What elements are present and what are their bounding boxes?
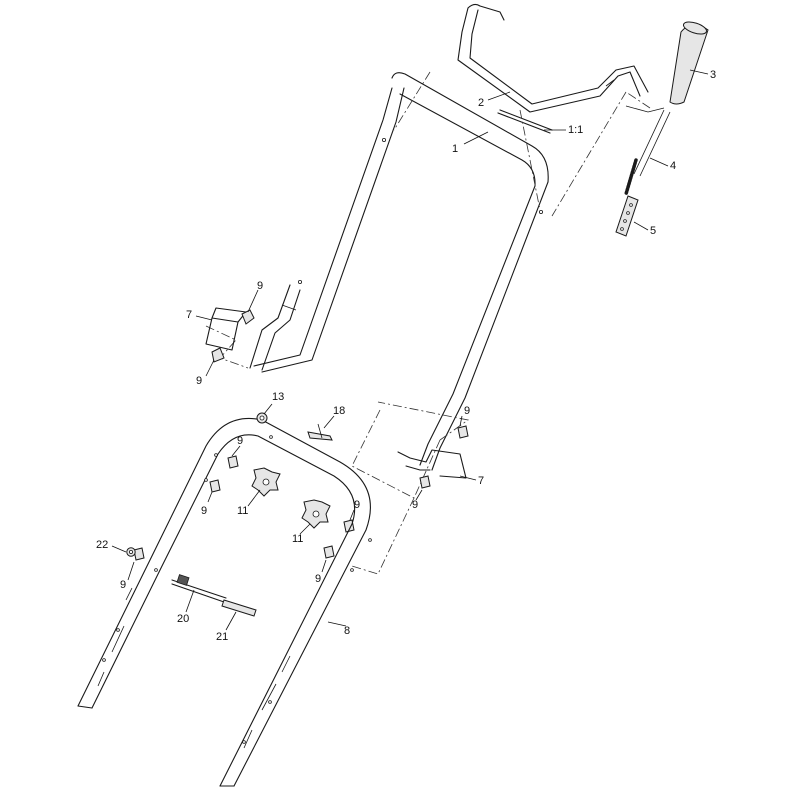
callout-20: 20	[177, 613, 189, 625]
callout-9-d: 9	[412, 499, 418, 511]
callout-7-upper: 7	[186, 309, 192, 321]
callout-3: 3	[710, 69, 716, 81]
callout-7-lower: 7	[478, 475, 484, 487]
callout-9-h: 9	[315, 573, 321, 585]
callout-9-b: 9	[196, 375, 202, 387]
callout-11-left: 11	[237, 505, 248, 517]
rod-part-1-1	[497, 109, 553, 134]
cable-bracket-part-5	[615, 195, 639, 237]
callout-8: 8	[344, 625, 350, 637]
callout-9-g: 9	[354, 499, 360, 511]
callout-18: 18	[333, 405, 345, 417]
callout-9-e: 9	[237, 435, 243, 447]
grip-part-3	[669, 21, 709, 105]
star-knob-part-11-right	[301, 499, 331, 529]
nut-part-13	[256, 412, 268, 424]
callout-21: 21	[216, 631, 228, 643]
callout-1: 1	[452, 143, 458, 155]
clamp-bracket-part-7-lower	[397, 449, 467, 479]
callout-4: 4	[670, 160, 676, 172]
pin-part-21	[221, 599, 257, 617]
upper-handle-part-1	[249, 72, 549, 471]
callout-11-right: 11	[292, 533, 303, 545]
callout-9-f: 9	[201, 505, 207, 517]
wing-nuts-part-9	[133, 309, 469, 561]
nut-part-22	[126, 547, 136, 557]
callout-22: 22	[96, 539, 108, 551]
callout-13: 13	[272, 391, 284, 403]
bail-lever-part-2	[457, 3, 649, 113]
bolt-part-20	[171, 574, 227, 603]
callout-9-a: 9	[257, 280, 263, 292]
callout-labels: 1 1:1 2 3 4 5 7 7 8 9 9 9 9 9 9 9 9 9 11…	[96, 69, 716, 643]
star-knob-part-11-left	[251, 467, 281, 497]
callout-9-i: 9	[120, 579, 126, 591]
callout-9-c: 9	[464, 405, 470, 417]
callout-1-1: 1:1	[568, 124, 583, 136]
callout-5: 5	[650, 225, 656, 237]
cable-clip-part-18	[307, 423, 333, 441]
callout-2: 2	[478, 97, 484, 109]
lower-handle-part-8	[77, 417, 372, 787]
assembly-dash-lines	[205, 71, 651, 575]
cable-spring-part-4	[624, 105, 671, 196]
leader-lines	[111, 69, 709, 631]
